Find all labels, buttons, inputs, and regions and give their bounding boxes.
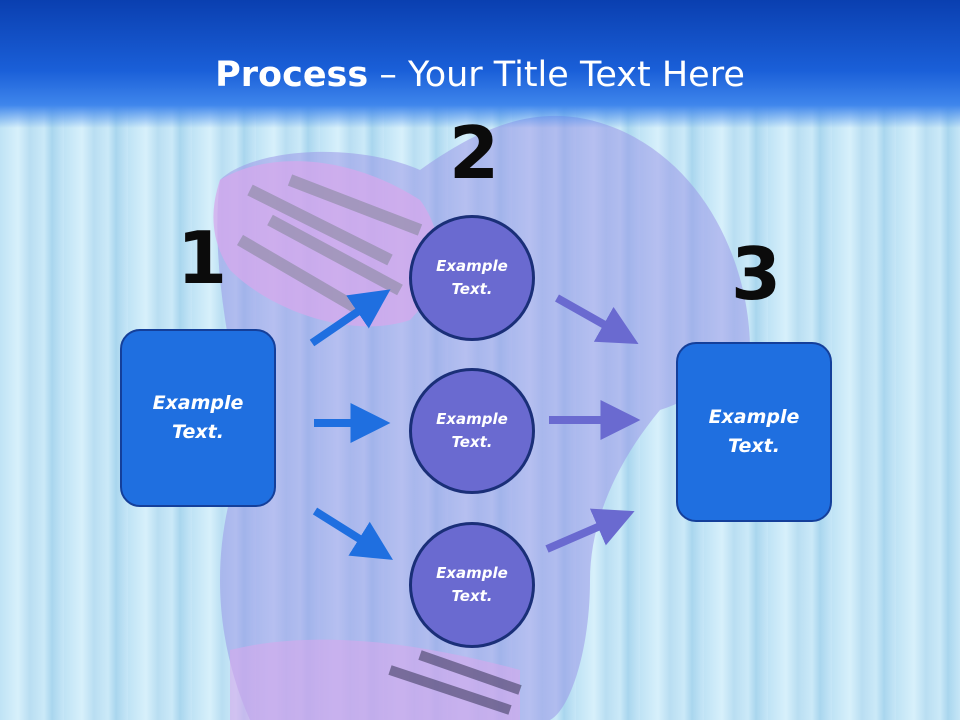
arrow-right-down bbox=[545, 508, 635, 553]
arrow-right-up bbox=[555, 294, 639, 345]
circle-middle: Example Text. bbox=[409, 368, 535, 494]
circle-bottom: Example Text. bbox=[409, 522, 535, 648]
step-number-3: 3 bbox=[731, 232, 782, 316]
step-number-2: 2 bbox=[449, 111, 500, 195]
circle-top: Example Text. bbox=[409, 215, 535, 341]
title-bold: Process bbox=[215, 55, 369, 95]
left-box: Example Text. bbox=[120, 329, 276, 507]
slide-title: Process – Your Title Text Here bbox=[0, 52, 960, 98]
right-box: Example Text. bbox=[676, 342, 832, 522]
arrow-left-up bbox=[309, 289, 391, 347]
title-banner bbox=[0, 0, 960, 128]
step-number-1: 1 bbox=[177, 216, 228, 300]
arrow-left-down bbox=[312, 507, 393, 560]
title-rest: – Your Title Text Here bbox=[368, 55, 745, 95]
